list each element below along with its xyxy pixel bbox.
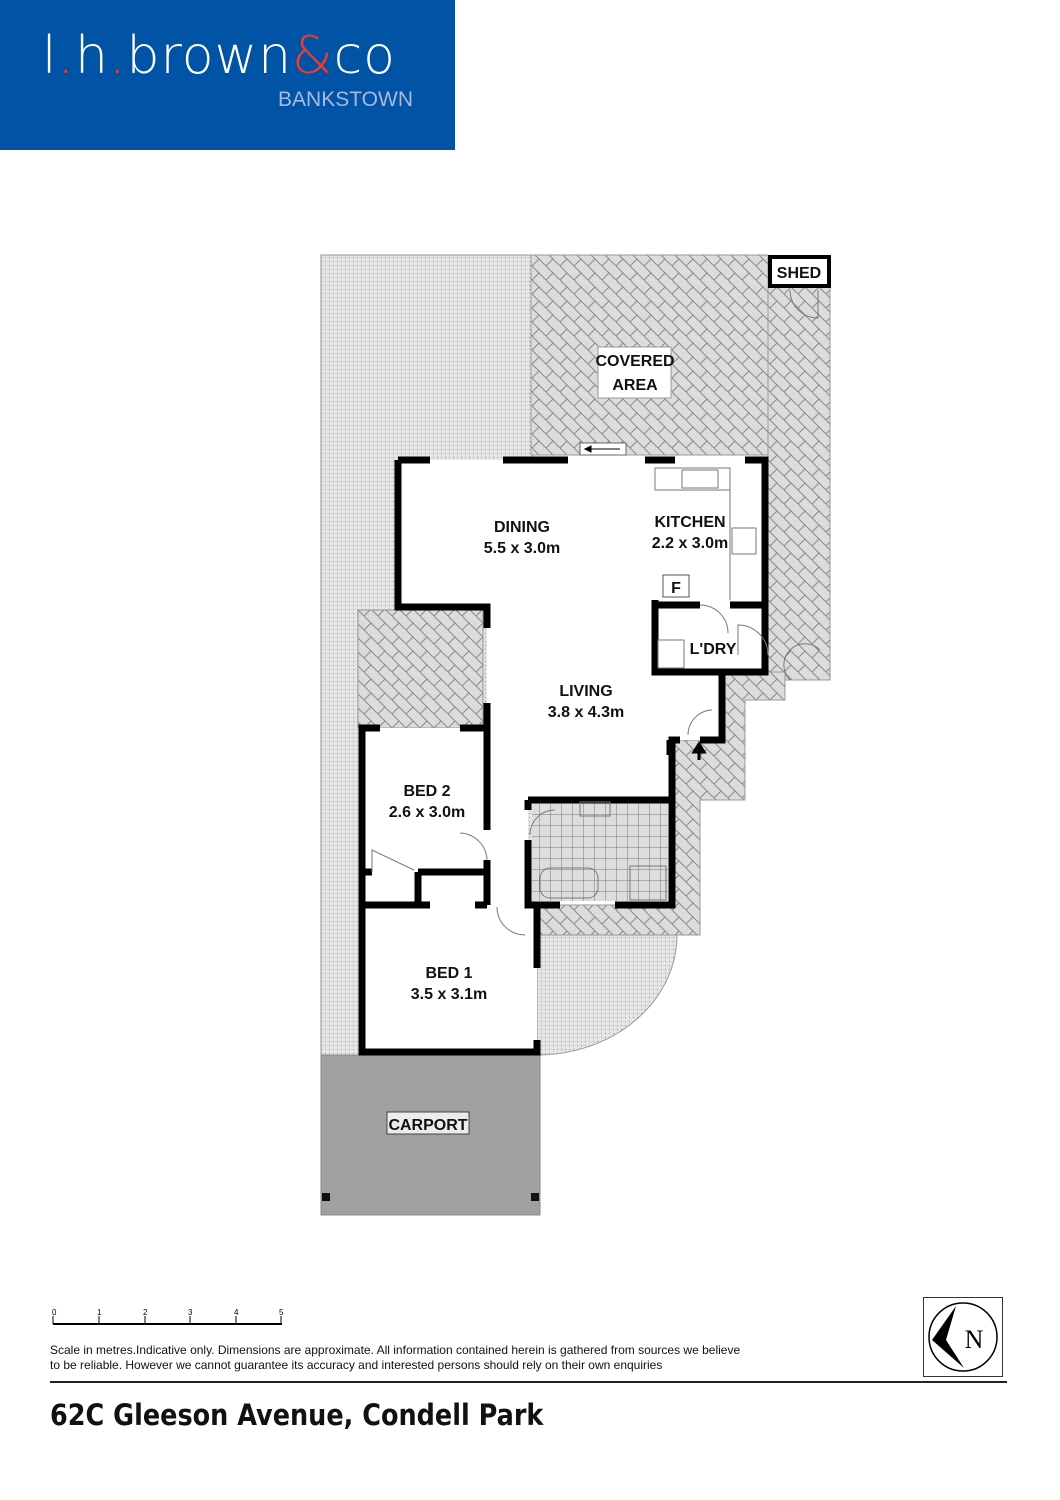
covered-area-label: COVERED bbox=[595, 353, 674, 370]
courtyard bbox=[357, 609, 484, 729]
bed1-size: 3.5 x 3.1m bbox=[411, 986, 488, 1003]
walls bbox=[358, 456, 769, 1056]
covered-area-label-2: AREA bbox=[612, 377, 658, 394]
agency-logo: l.h.brown&co BANKSTOWN bbox=[0, 0, 455, 150]
kitchen-label: KITCHEN bbox=[654, 514, 725, 531]
svg-text:N: N bbox=[965, 1325, 984, 1354]
svg-text:3: 3 bbox=[188, 1308, 193, 1317]
carport-label: CARPORT bbox=[388, 1117, 467, 1134]
north-compass-icon: N bbox=[923, 1297, 1003, 1377]
logo-branch: BANKSTOWN bbox=[278, 88, 413, 111]
bathroom-tiles bbox=[532, 803, 668, 901]
laundry-label: L'DRY bbox=[690, 641, 737, 658]
fridge-label: F bbox=[671, 580, 681, 597]
side-path bbox=[767, 284, 831, 681]
living-size: 3.8 x 4.3m bbox=[548, 704, 625, 721]
bed2-label: BED 2 bbox=[403, 783, 450, 800]
divider bbox=[50, 1381, 1007, 1383]
dining-size: 5.5 x 3.0m bbox=[484, 540, 561, 557]
entry-arrow-icon bbox=[691, 741, 707, 760]
svg-text:5: 5 bbox=[279, 1308, 284, 1317]
disclaimer: Scale in metres.Indicative only. Dimensi… bbox=[50, 1343, 741, 1372]
logo-wordmark: l.h.brown&co bbox=[42, 26, 396, 86]
shed-label: SHED bbox=[777, 265, 821, 282]
svg-text:1: 1 bbox=[97, 1308, 102, 1317]
shed bbox=[768, 255, 831, 288]
svg-text:4: 4 bbox=[234, 1308, 239, 1317]
svg-text:0: 0 bbox=[52, 1308, 57, 1317]
svg-text:2: 2 bbox=[143, 1308, 148, 1317]
dining-label: DINING bbox=[494, 519, 550, 536]
bed2-size: 2.6 x 3.0m bbox=[389, 804, 466, 821]
yard-corner bbox=[536, 934, 678, 1056]
floor-plan: SHED COVERED AREA DINING 5.5 x 3.0m KITC… bbox=[320, 254, 831, 1216]
living-label: LIVING bbox=[559, 683, 612, 700]
property-address: 62C Gleeson Avenue, Condell Park bbox=[50, 1398, 544, 1432]
kitchen-size: 2.2 x 3.0m bbox=[652, 535, 729, 552]
bed1-label: BED 1 bbox=[425, 965, 472, 982]
scale-bar: 0 1 2 3 4 5 bbox=[52, 1308, 284, 1325]
carport-area bbox=[320, 1054, 541, 1216]
